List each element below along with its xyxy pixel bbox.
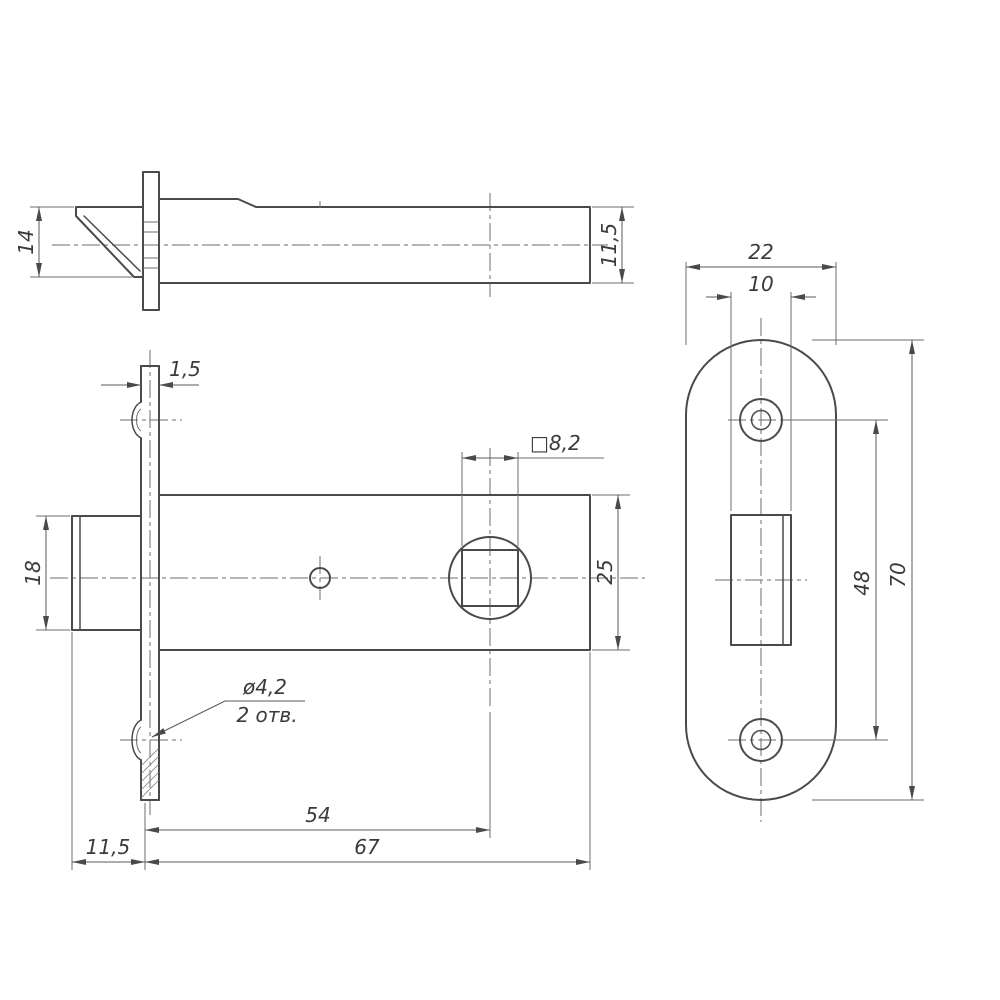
screw-hole-callout: ø4,2 2 отв. [151,675,305,738]
dim-backset: 54 [305,803,330,827]
front-spindle-circle [448,536,532,620]
dim-plate-height: 70 [886,562,910,587]
dim-screw-spacing: 48 [850,570,874,595]
front-latch-bolt [71,515,142,631]
dim-bolt-protrusion: 11,5 [86,835,131,859]
dim-bolt-width: 14 [14,229,38,254]
dim-bolt-height: 18 [21,560,45,585]
latch-opening [730,514,792,646]
faceplate-view: 22 10 48 70 [685,240,924,822]
front-faceplate-strip [131,365,160,801]
front-screwhole-bottom-profile [131,719,142,761]
faceplate-outline [685,339,837,801]
front-spindle-square [461,549,519,607]
front-view: 1,5 18 □8,2 25 ø4,2 2 отв. 54 67 [21,350,645,870]
screw-hole-bottom [739,718,783,762]
dim-body-height: 25 [593,559,617,584]
side-body-outline [158,198,591,284]
front-screwhole-top-profile [131,401,142,439]
side-bolt-wedge [75,206,144,278]
front-pin-hole [309,567,331,589]
side-faceplate-edge [142,171,160,311]
side-view: 14 11,5 [14,171,634,311]
dim-plate-thickness: 1,5 [169,357,201,381]
dim-body-length: 67 [354,835,380,859]
dim-screw-hole-count: 2 отв. [236,703,297,727]
dim-screw-hole-dia: ø4,2 [242,675,287,699]
dim-body-thickness: 11,5 [597,223,621,268]
dim-spindle-square: □8,2 [530,431,581,455]
dim-opening-width: 10 [748,272,773,296]
dim-plate-width: 22 [748,240,773,264]
front-body-outline [158,494,591,651]
screw-hole-top [739,398,783,442]
